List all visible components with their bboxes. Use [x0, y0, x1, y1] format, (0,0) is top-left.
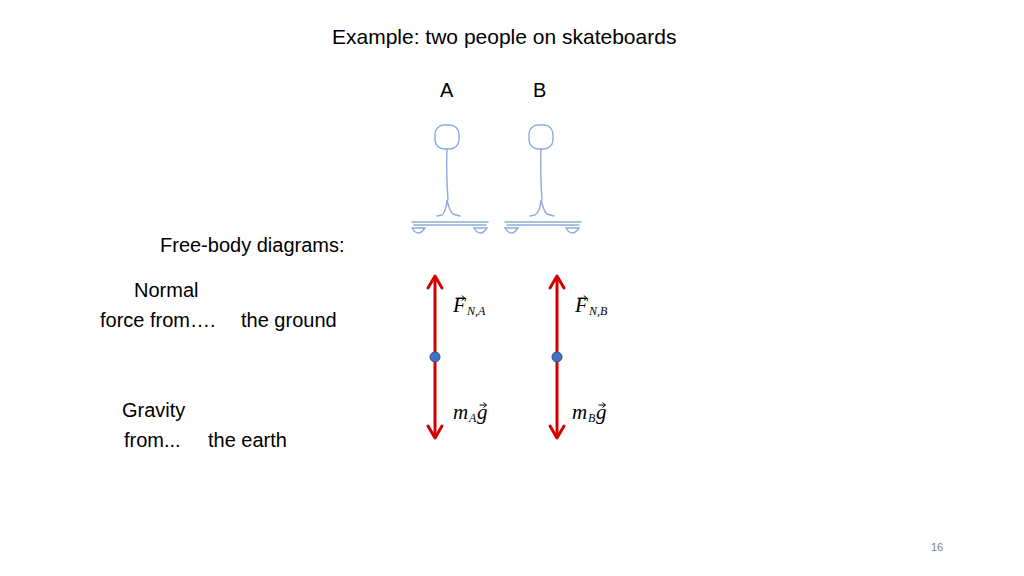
mass-symbol: m — [572, 400, 587, 425]
mass-subscript: B — [588, 411, 595, 425]
force-source: the earth — [208, 428, 287, 452]
vector-subscript: N,A — [467, 304, 485, 318]
slide-title: Example: two people on skateboards — [332, 24, 676, 49]
person-label: B — [533, 78, 546, 102]
person-label: A — [440, 78, 453, 102]
vector-symbol: F — [453, 293, 466, 318]
force-arrow — [428, 276, 442, 438]
force-source: the ground — [241, 308, 337, 332]
point-mass — [430, 352, 440, 362]
point-mass — [552, 352, 562, 362]
stick-figure — [412, 125, 488, 233]
mass-symbol: m — [453, 400, 468, 425]
force-name: force from…. — [100, 308, 216, 332]
force-name: Gravity — [122, 398, 185, 422]
stick-figure — [505, 125, 581, 233]
vector-symbol: g — [477, 400, 488, 425]
section-heading: Free-body diagrams: — [160, 233, 345, 257]
force-name: from... — [124, 428, 181, 452]
force-arrow — [550, 276, 564, 438]
mass-subscript: A — [469, 411, 476, 425]
force-name: Normal — [134, 278, 198, 302]
vector-subscript: N,B — [589, 304, 607, 318]
page-number: 16 — [931, 541, 943, 554]
vector-symbol: g — [596, 400, 607, 425]
vector-symbol: F — [575, 293, 588, 318]
